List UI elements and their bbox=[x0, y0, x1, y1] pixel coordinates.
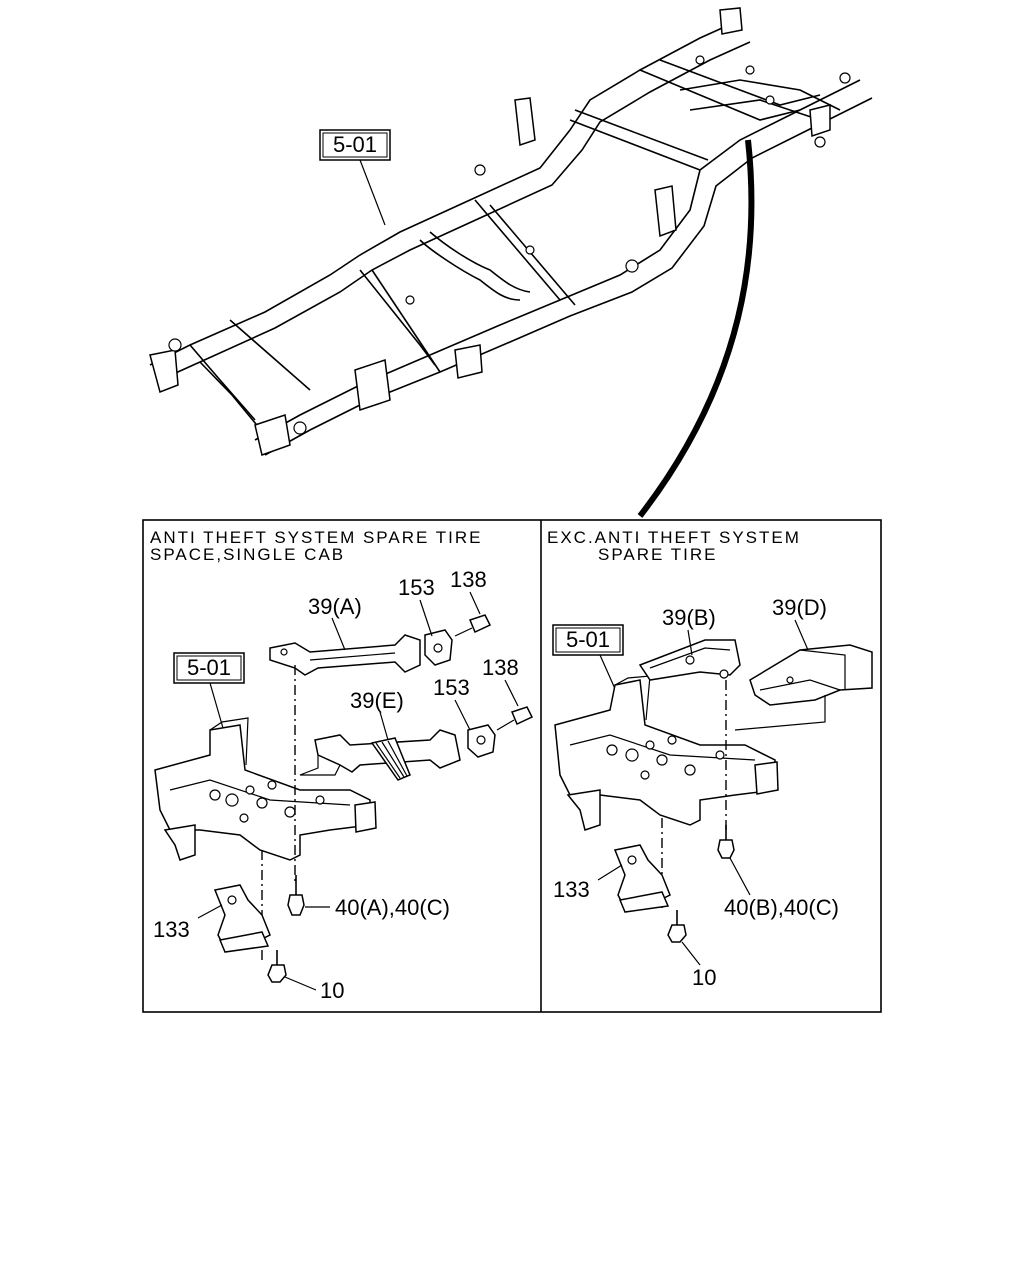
label-39d: 39(D) bbox=[772, 595, 827, 620]
label-40b-40c: 40(B),40(C) bbox=[724, 895, 839, 920]
detail-leader-curve bbox=[637, 139, 755, 518]
panel-exc-anti-theft: EXC.ANTI THEFT SYSTEM SPARE TIRE 5-01 39… bbox=[547, 528, 873, 990]
label-133-left: 133 bbox=[153, 917, 190, 942]
label-39e: 39(E) bbox=[350, 688, 404, 713]
label-153-lower: 153 bbox=[433, 675, 470, 700]
frame-callout: 5-01 bbox=[319, 129, 391, 161]
panel-anti-theft: ANTI THEFT SYSTEM SPARE TIRE SPACE,SINGL… bbox=[150, 528, 534, 1003]
panel-right-header-line2: SPARE TIRE bbox=[598, 545, 718, 564]
panel-right-callout: 5-01 bbox=[566, 627, 610, 652]
label-10-left: 10 bbox=[320, 978, 344, 1003]
label-138-upper: 138 bbox=[450, 567, 487, 592]
label-39b: 39(B) bbox=[662, 605, 716, 630]
label-10-right: 10 bbox=[692, 965, 716, 990]
label-138-lower: 138 bbox=[482, 655, 519, 680]
panel-left-callout: 5-01 bbox=[187, 655, 231, 680]
frame-callout-label: 5-01 bbox=[333, 132, 377, 157]
panel-left-header-line2: SPACE,SINGLE CAB bbox=[150, 545, 345, 564]
label-39a: 39(A) bbox=[308, 594, 362, 619]
panel-right-header-line1: EXC.ANTI THEFT SYSTEM bbox=[547, 528, 801, 547]
label-40a-40c: 40(A),40(C) bbox=[335, 895, 450, 920]
vehicle-frame bbox=[149, 7, 873, 456]
label-153-upper: 153 bbox=[398, 575, 435, 600]
label-133-right: 133 bbox=[553, 877, 590, 902]
panel-left-header-line1: ANTI THEFT SYSTEM SPARE TIRE bbox=[150, 528, 482, 547]
detail-panels-frame bbox=[142, 519, 882, 1013]
